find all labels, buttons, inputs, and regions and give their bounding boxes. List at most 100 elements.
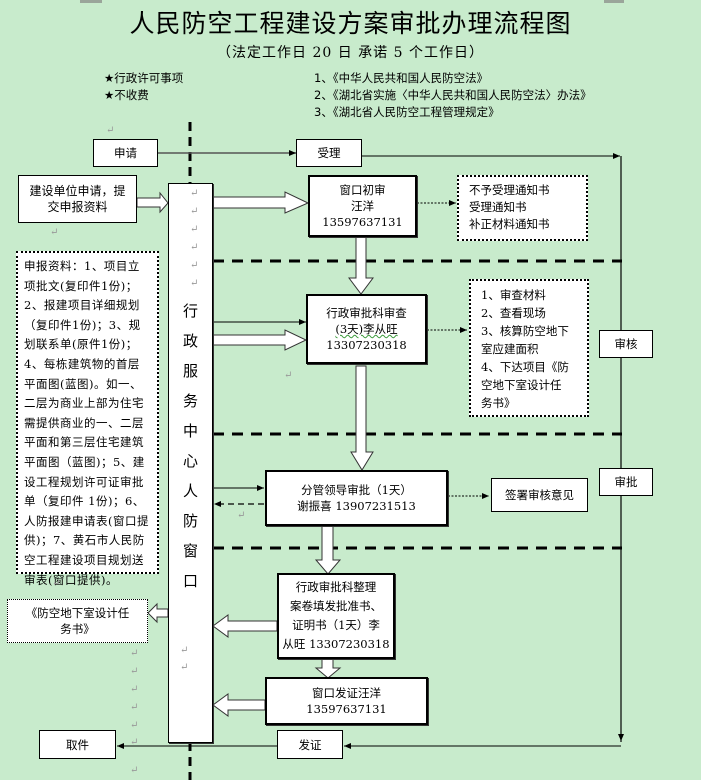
issue-label: 发证 <box>298 737 322 752</box>
notes-left: ★行政许可事项 ★不收费 <box>104 70 183 104</box>
center-char: 政 <box>182 332 198 350</box>
note-free: ★不收费 <box>104 88 149 102</box>
notice-item: 不予受理通知书 <box>469 183 550 197</box>
paragraph-mark-icon: ↵ <box>130 648 139 659</box>
sign-opinion-label: 签署审核意见 <box>505 488 574 502</box>
materials-text: 申报资料：1、项目立项批文(复印件1份)；2、报建项目详细规划（复印件1份)；3… <box>24 259 149 587</box>
issue-window-box: 窗口发证汪洋 13597637131 <box>265 677 428 725</box>
task-line: 4、下达项目《防 <box>481 360 569 374</box>
paragraph-mark-icon: ↵ <box>52 578 61 589</box>
issue-box: 发证 <box>277 730 343 759</box>
admin-archive-box: 行政审批科整理 案卷填发批准书、 证明书（1天）李 从旺 13307230318 <box>277 573 395 659</box>
task-line: 3、核算防空地下 <box>481 324 569 338</box>
block-arrow-archive-down <box>314 657 342 679</box>
paragraph-mark-icon: ↵ <box>180 645 189 656</box>
sign-opinion-box: 签署审核意见 <box>491 478 588 512</box>
center-char: 中 <box>182 422 198 440</box>
paragraph-mark-icon: ↵ <box>130 737 139 748</box>
block-arrow-center-to-review <box>212 191 310 214</box>
block-arrow-admin-down <box>350 365 374 471</box>
legal-basis-item: 1、《中华人民共和国人民防空法》 <box>314 71 489 85</box>
apply-box: 申请 <box>93 139 158 167</box>
block-arrow-submit-to-center <box>136 191 169 214</box>
center-char: 防 <box>182 512 198 530</box>
notices-box: 不予受理通知书 受理通知书 补正材料通知书 <box>457 175 588 241</box>
center-char: 人 <box>182 482 198 500</box>
paragraph-mark-icon: ↵ <box>50 227 59 238</box>
collect-label: 取件 <box>66 737 89 752</box>
submit-materials-box: 建设单位申请，提 交申报资料 <box>18 175 137 223</box>
paragraph-mark-icon: ↵ <box>190 260 199 271</box>
paragraph-mark-icon: ↵ <box>106 125 115 136</box>
service-center-window-column <box>168 183 213 743</box>
admin-review-person: (3天)李从旺 <box>335 322 398 336</box>
top-border-right <box>604 0 624 3</box>
center-char: 务 <box>182 392 198 410</box>
legal-basis-item: 2、《湖北省实施〈中华人民共和国人民防空法〉办法》 <box>314 88 592 102</box>
block-arrow-archive-to-center <box>212 614 278 638</box>
center-char: 心 <box>182 452 198 470</box>
archive-line: 从旺 13307230318 <box>282 637 390 651</box>
accept-label: 受理 <box>317 146 341 160</box>
design-task-line: 《防空地下室设计任 <box>25 606 130 620</box>
paragraph-mark-icon: ↵ <box>130 765 139 776</box>
design-task-note: 《防空地下室设计任 务书》 <box>7 599 148 643</box>
review-tasks-box: 1、审查材料 2、查看现场 3、核算防空地下 室应建面积 4、下达项目《防 空地… <box>469 279 589 417</box>
paragraph-mark-icon: ↵ <box>190 188 199 199</box>
service-center-label: 行 政 服 务 中 心 人 防 窗 口 <box>168 296 213 596</box>
admin-review-phone: 13307230318 <box>326 338 407 352</box>
stage-review-label: 审核 <box>614 337 638 351</box>
application-materials-note: 申报资料：1、项目立项批文(复印件1份)；2、报建项目详细规划（复印件1份)；3… <box>16 251 159 587</box>
stage-review-box: 审核 <box>599 330 653 358</box>
window-initial-review-box: 窗口初审 汪洋 13597637131 <box>308 175 417 237</box>
block-arrow-center-to-design-task <box>147 602 169 624</box>
paragraph-mark-icon: ↵ <box>190 206 199 217</box>
admin-review-duration: (3天)李从旺 <box>335 321 397 337</box>
archive-line: 行政审批科整理 <box>295 580 377 594</box>
leader-approval-box: 分管领导审批（1天） 谢振喜 13907231513 <box>265 470 448 526</box>
archive-line: 案卷填发批准书、 <box>290 599 382 613</box>
paragraph-mark-icon: ↵ <box>130 702 139 713</box>
leader-approval-title: 分管领导审批（1天） <box>301 483 412 497</box>
center-char: 行 <box>182 302 198 320</box>
design-task-line: 务书》 <box>60 622 95 636</box>
center-char: 口 <box>182 572 198 590</box>
paragraph-mark-icon: ↵ <box>130 720 139 731</box>
task-line: 室应建面积 <box>481 342 539 356</box>
block-arrow-leader-down <box>314 524 342 575</box>
paragraph-mark-icon: ↵ <box>237 510 246 521</box>
paragraph-mark-icon: ↵ <box>180 662 189 673</box>
review-phone: 13597637131 <box>322 215 403 229</box>
legal-basis-list: 1、《中华人民共和国人民防空法》 2、《湖北省实施〈中华人民共和国人民防空法〉办… <box>314 70 592 121</box>
legal-basis-item: 3、《湖北省人民防空工程管理规定》 <box>314 105 500 119</box>
task-line: 空地下室设计任 <box>481 378 562 392</box>
note-admin-permit: ★行政许可事项 <box>104 71 184 85</box>
block-arrow-center-to-admin <box>212 329 308 351</box>
stage-approve-label: 审批 <box>614 475 638 489</box>
notice-item: 受理通知书 <box>469 200 527 214</box>
top-border-left <box>80 0 102 3</box>
task-line: 1、审查材料 <box>481 288 546 302</box>
paragraph-mark-icon: ↵ <box>190 242 199 253</box>
review-person: 汪洋 <box>351 199 374 213</box>
paragraph-mark-icon: ↵ <box>190 224 199 235</box>
archive-line: 证明书（1天）李 <box>292 618 380 632</box>
page-subtitle: （法定工作日 20 日 承诺 5 个工作日） <box>217 45 484 61</box>
block-arrow-issue-to-center <box>212 693 266 717</box>
task-line: 2、查看现场 <box>481 306 546 320</box>
issue-window-title: 窗口发证汪洋 <box>312 686 381 700</box>
admin-review-title: 行政审批科审查 <box>326 306 407 320</box>
paragraph-mark-icon: ↵ <box>130 666 139 677</box>
task-line: 务书》 <box>481 396 516 410</box>
submit-line: 交申报资料 <box>47 200 108 214</box>
paragraph-mark-icon: ↵ <box>190 278 199 289</box>
paragraph-mark-icon: ↵ <box>130 684 139 695</box>
center-char: 服 <box>182 362 198 380</box>
stage-approve-box: 审批 <box>599 468 653 496</box>
admin-review-box: 行政审批科审查 (3天)李从旺 13307230318 <box>306 294 427 364</box>
block-arrows <box>136 191 374 717</box>
page-title: 人民防空工程建设方案审批办理流程图 <box>129 9 572 38</box>
notice-item: 补正材料通知书 <box>469 217 550 231</box>
paragraph-mark-icon: ↵ <box>284 370 293 381</box>
